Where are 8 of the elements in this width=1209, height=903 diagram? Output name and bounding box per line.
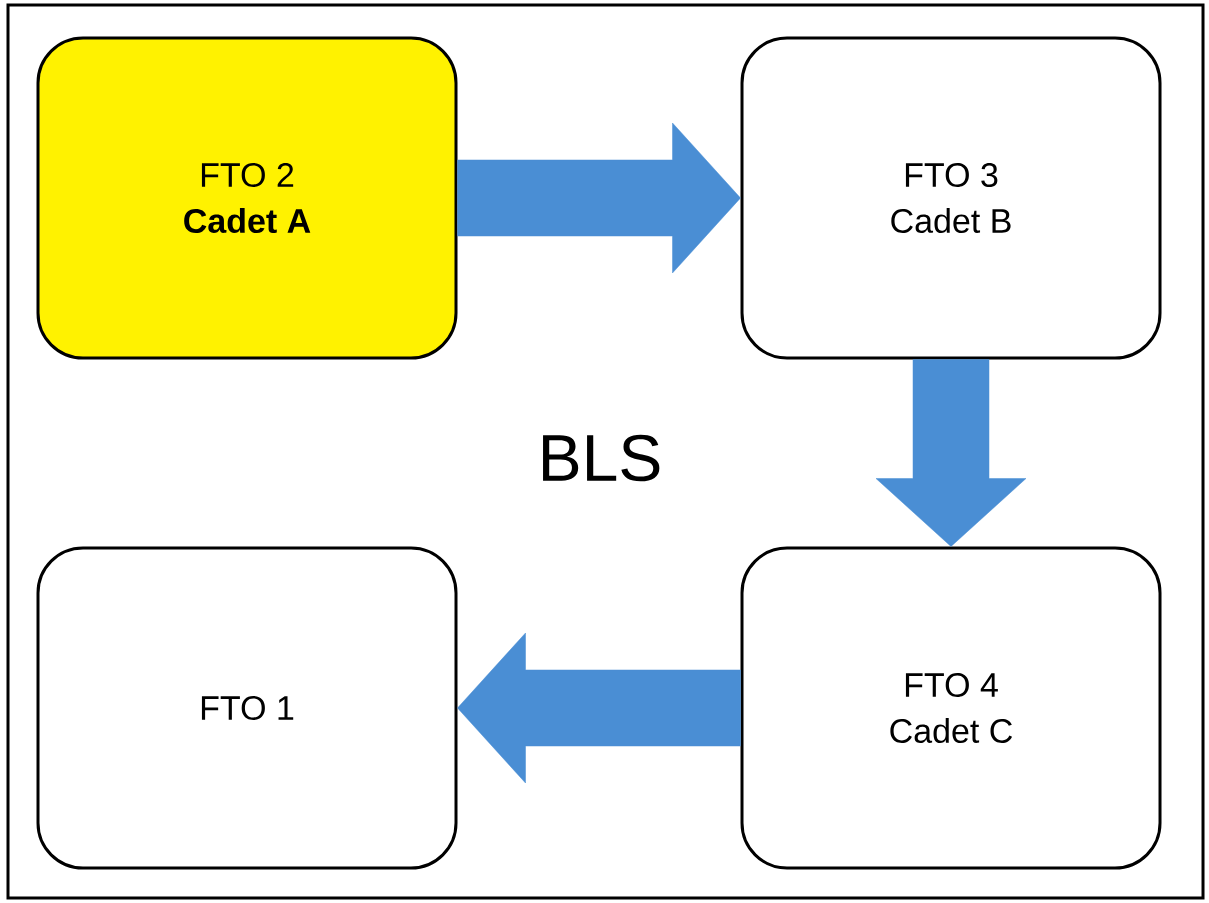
process-box: FTO 2 Cadet A — [36, 36, 458, 360]
process-box: FTO 4 Cadet C — [740, 546, 1162, 870]
process-box: FTO 3 Cadet B — [740, 36, 1162, 360]
center-label: BLS — [543, 434, 660, 482]
process-box: FTO 1 — [36, 546, 458, 870]
block-arrow — [457, 122, 741, 274]
block-arrow — [875, 359, 1027, 547]
block-arrow — [457, 632, 741, 784]
